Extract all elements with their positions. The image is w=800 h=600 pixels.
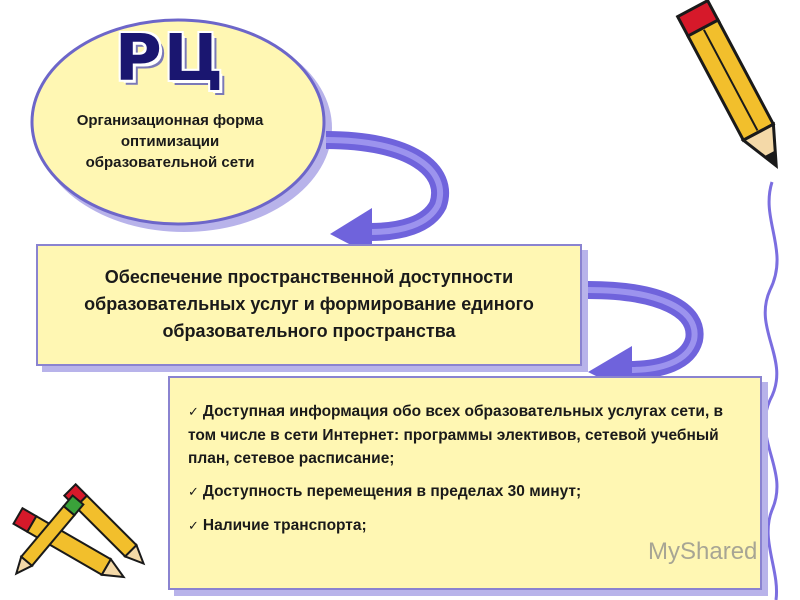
decorative-wavy-line bbox=[763, 181, 779, 600]
checkmark-icon: ✓ bbox=[188, 485, 199, 500]
middle-box-text: Обеспечение пространственной доступности… bbox=[84, 267, 534, 341]
list-item: ✓Доступная информация обо всех образоват… bbox=[188, 403, 724, 467]
pencil-icon bbox=[14, 494, 85, 576]
curved-arrow-icon bbox=[325, 131, 449, 256]
ellipse-node bbox=[30, 18, 326, 226]
checkmark-icon: ✓ bbox=[188, 405, 199, 420]
list-item: ✓Наличие транспорта; bbox=[188, 517, 367, 534]
middle-box: Обеспечение пространственной доступности… bbox=[36, 244, 582, 366]
list-item: ✓Доступность перемещения в пределах 30 м… bbox=[188, 483, 582, 500]
watermark-text: MyShared bbox=[648, 538, 758, 565]
pencil-icon bbox=[675, 0, 778, 169]
diagram-title: РЦ bbox=[114, 22, 226, 96]
ellipse-label: Организационная форма оптимизации образо… bbox=[76, 112, 264, 171]
bullet-list: ✓Доступная информация обо всех образоват… bbox=[188, 400, 748, 548]
bottom-box: ✓Доступная информация обо всех образоват… bbox=[168, 376, 762, 590]
checkmark-icon: ✓ bbox=[188, 519, 199, 534]
